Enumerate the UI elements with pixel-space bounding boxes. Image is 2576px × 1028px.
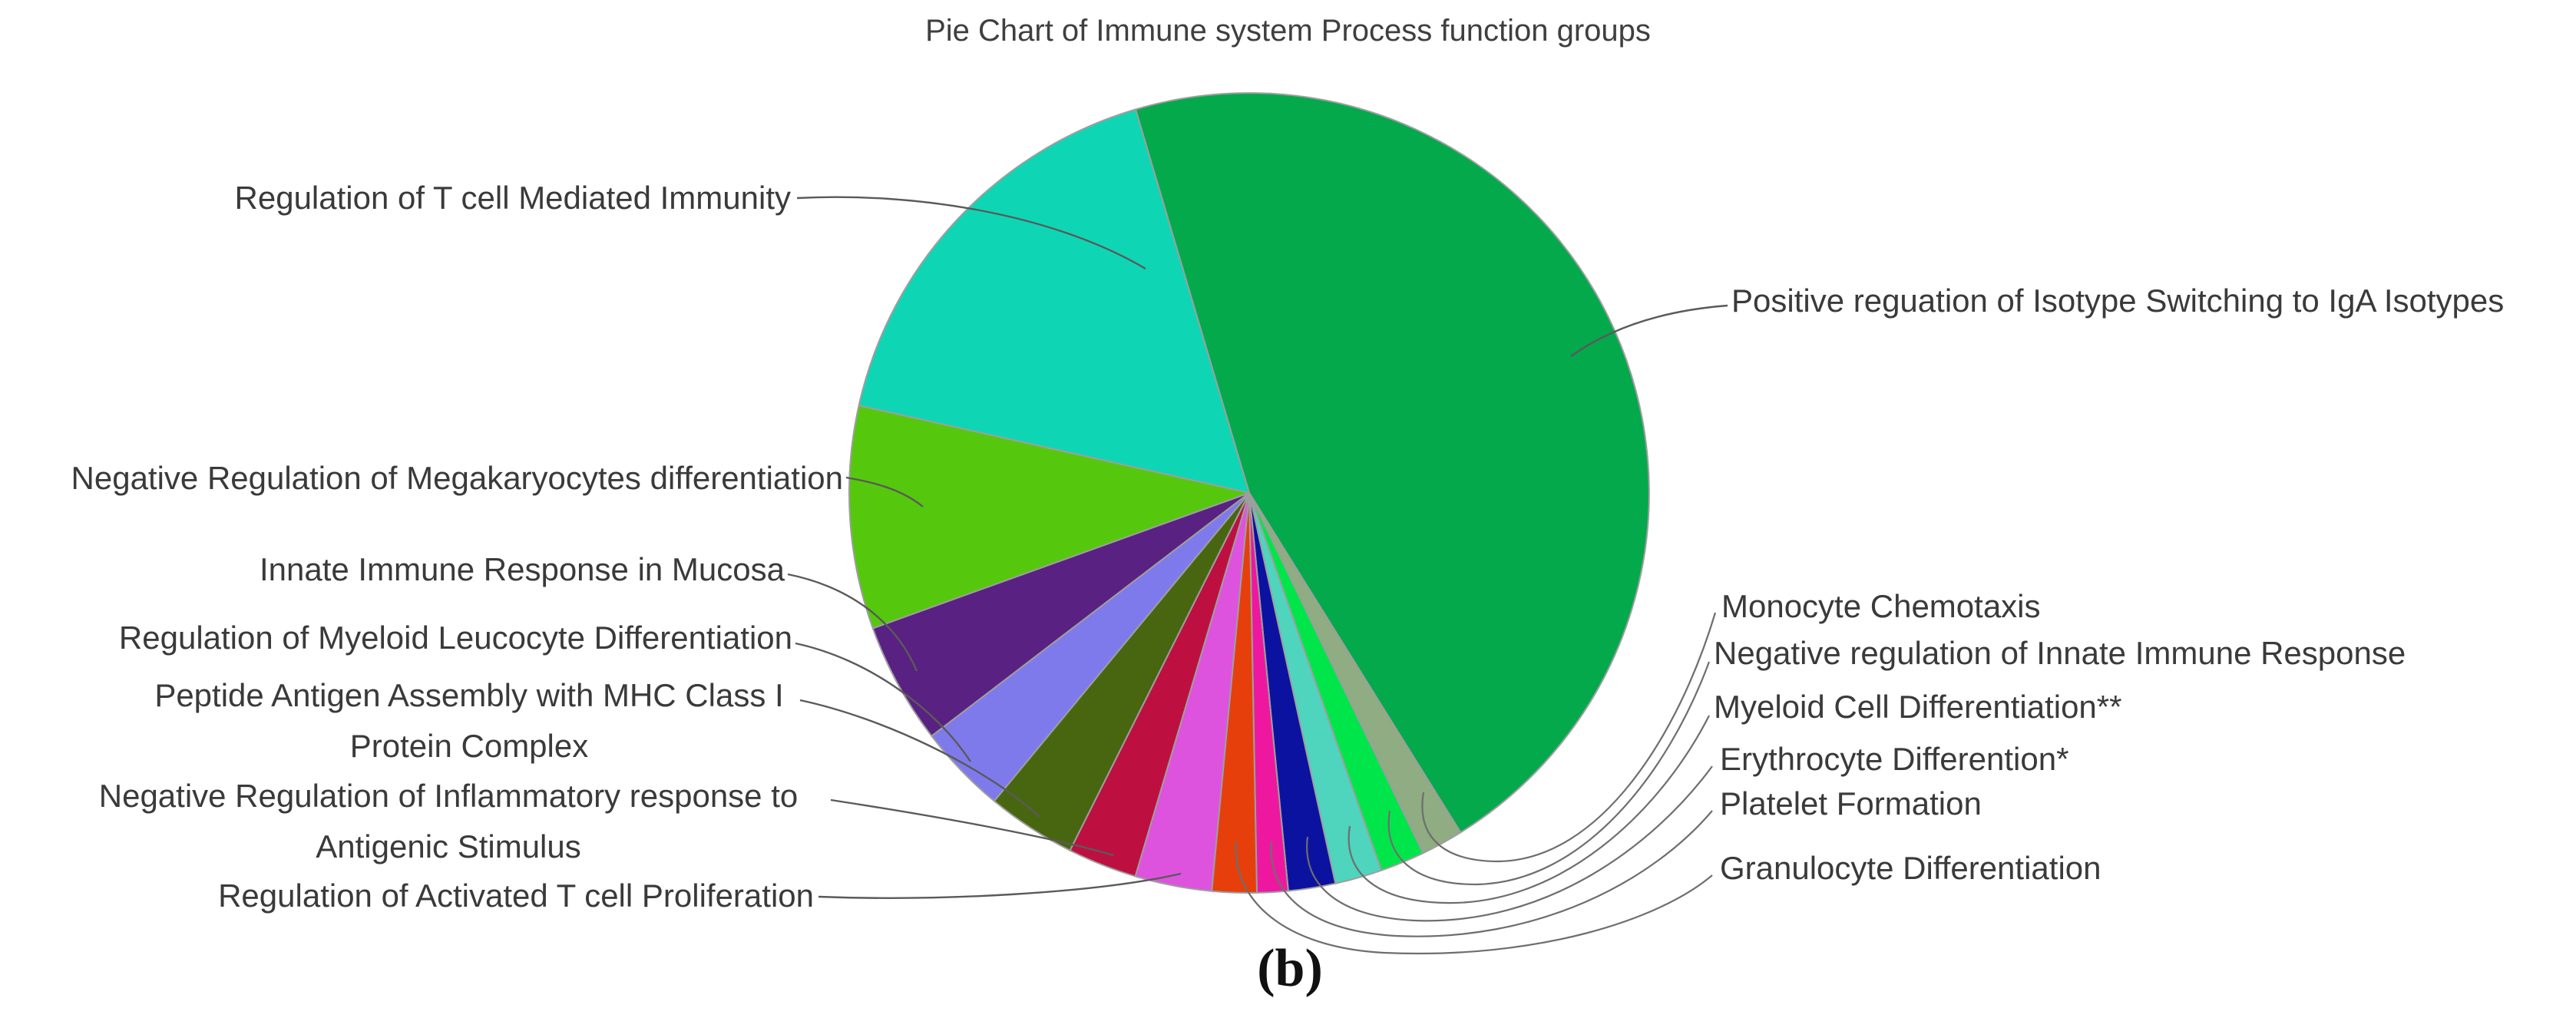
- leader-line-inflammatory-response: [830, 798, 1114, 857]
- leader-line-myeloid-leucocyte-differentiation: [795, 642, 972, 762]
- figure-caption: (b): [1257, 939, 1323, 998]
- callout-label-activated-t-cell-proliferation: Regulation of Activated T cell Prolifera…: [218, 878, 814, 914]
- leader-line-monocyte-chemotaxis: [1421, 612, 1717, 863]
- pie-slice-positive-reguation-of-isotype-switching-: [1135, 92, 1650, 834]
- pie-slice-innate-immune-response-in-mucosa: [871, 492, 1250, 737]
- callout-label-inflammatory-response: Negative Regulation of Inflammatory resp…: [98, 778, 799, 864]
- leader-line-innate-immune-response-mucosa: [787, 573, 918, 672]
- pie-slices-group: [848, 92, 1650, 894]
- leader-line-isotype-switching: [1570, 304, 1728, 357]
- callout-label-platelet-formation: Platelet Formation: [1720, 785, 1982, 821]
- callout-label-myeloid-leucocyte-differentiation: Regulation of Myeloid Leucocyte Differen…: [118, 620, 792, 656]
- pie-slice-negative-regulation-of-megakaryocytes-di: [848, 405, 1250, 630]
- callout-label-granulocyte-differentiation: Granulocyte Differentiation: [1720, 850, 2101, 886]
- callout-label-isotype-switching: Positive reguation of Isotype Switching …: [1731, 283, 2505, 319]
- leader-line-platelet-formation: [1270, 810, 1713, 937]
- callout-label-myeloid-cell-differentiation: Myeloid Cell Differentiation**: [1714, 689, 2122, 725]
- leader-line-megakaryocytes-differentiation: [845, 476, 924, 507]
- chart-title: Pie Chart of Immune system Process funct…: [925, 14, 1651, 48]
- leader-lines-group: [787, 196, 1728, 955]
- callout-label-peptide-antigen-assembly: Peptide Antigen Assembly with MHC Class …: [154, 677, 784, 764]
- leader-line-activated-t-cell-proliferation: [818, 872, 1182, 899]
- leader-line-granulocyte-differentiation: [1235, 841, 1713, 955]
- leader-line-erythrocyte-differention: [1306, 765, 1713, 922]
- callout-label-erythrocyte-differention: Erythrocyte Differention*: [1720, 741, 2069, 777]
- leader-line-t-cell-mediated-immunity: [796, 196, 1146, 270]
- callout-label-t-cell-mediated-immunity: Regulation of T cell Mediated Immunity: [234, 180, 791, 216]
- leader-line-peptide-antigen-assembly: [799, 699, 1040, 818]
- callout-label-negative-regulation-innate-immune: Negative regulation of Innate Immune Res…: [1714, 635, 2406, 671]
- leader-line-myeloid-cell-differentiation: [1348, 715, 1710, 904]
- callout-label-megakaryocytes-differentiation: Negative Regulation of Megakaryocytes di…: [71, 460, 843, 496]
- pie-slice-regulation-of-t-cell-mediated-immunity: [858, 108, 1250, 494]
- callout-label-monocyte-chemotaxis: Monocyte Chemotaxis: [1721, 588, 2041, 624]
- leader-line-negative-regulation-innate-immune: [1387, 661, 1711, 886]
- callout-label-innate-immune-response-mucosa: Innate Immune Response in Mucosa: [259, 551, 785, 587]
